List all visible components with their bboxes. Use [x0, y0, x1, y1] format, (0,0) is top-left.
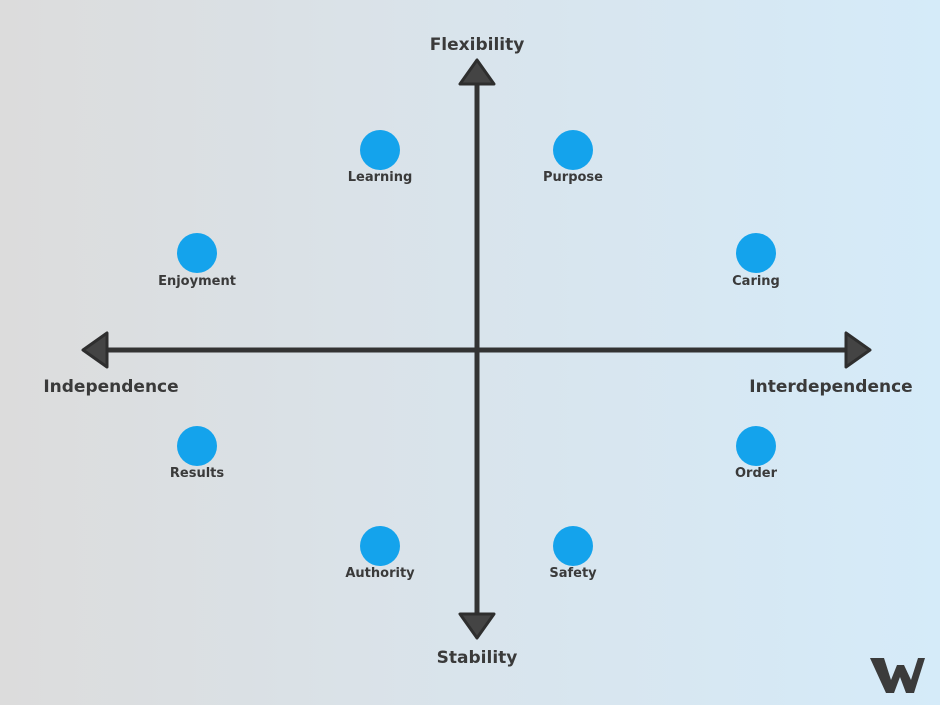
- point-label-enjoyment: Enjoyment: [158, 274, 236, 289]
- point-label-results: Results: [169, 466, 225, 481]
- axis-label-top: Flexibility: [429, 35, 525, 55]
- point-safety-dot: [553, 526, 593, 566]
- point-label-authority: Authority: [345, 566, 415, 581]
- arrow-left-icon: [81, 331, 109, 369]
- point-label-learning: Learning: [347, 170, 413, 185]
- w-logo-icon: [870, 658, 925, 693]
- point-authority-dot: [360, 526, 400, 566]
- point-label-order: Order: [735, 466, 777, 481]
- point-order-dot: [736, 426, 776, 466]
- arrow-up-icon: [458, 58, 496, 86]
- point-caring-dot: [736, 233, 776, 273]
- arrow-right-icon: [844, 331, 872, 369]
- axis-label-bottom: Stability: [436, 648, 518, 668]
- point-results-dot: [177, 426, 217, 466]
- axis-label-right: Interdependence: [749, 377, 913, 397]
- point-label-purpose: Purpose: [543, 170, 603, 185]
- arrow-down-icon: [458, 612, 496, 640]
- point-label-safety: Safety: [549, 566, 597, 581]
- point-purpose-dot: [553, 130, 593, 170]
- point-enjoyment-dot: [177, 233, 217, 273]
- point-learning-dot: [360, 130, 400, 170]
- points-group: [177, 130, 776, 566]
- axis-label-left: Independence: [43, 377, 179, 397]
- point-label-caring: Caring: [732, 274, 780, 289]
